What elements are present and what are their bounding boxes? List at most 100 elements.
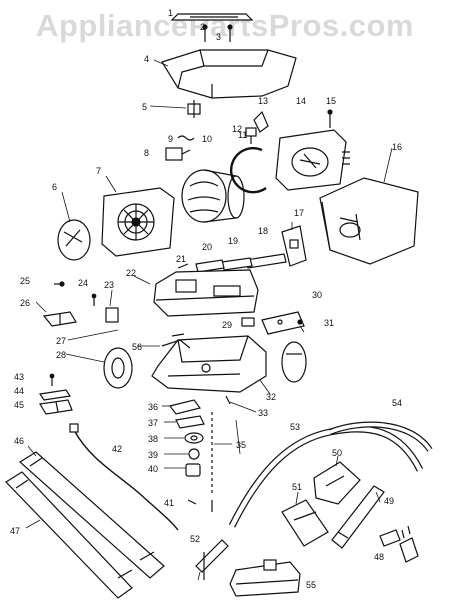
part-number-labels: 1 2 3 4 5 6 7 8 9 10 11 12 13 14 15 16 1… <box>10 8 402 590</box>
label-part-41: 41 <box>164 498 174 508</box>
label-part-13: 13 <box>258 96 268 106</box>
clamp-ring-part-11 <box>230 146 267 194</box>
label-part-20: 20 <box>202 242 212 252</box>
brush-holder-part-8 <box>165 147 191 161</box>
label-part-44: 44 <box>14 386 24 396</box>
spring-clip-part-13 <box>253 110 269 133</box>
screw-part-15 <box>327 109 350 165</box>
filter-disc-part-6 <box>57 219 91 261</box>
screw-part-24 <box>91 293 97 306</box>
pin-part-21 <box>177 263 189 269</box>
cord-cover-part-30 <box>261 311 305 335</box>
nut-part-31 <box>297 319 303 325</box>
motor-part-10 <box>181 169 245 223</box>
screw-part-43 <box>49 373 55 386</box>
plate-part-37 <box>175 415 205 429</box>
label-part-19: 19 <box>228 236 238 246</box>
label-part-26: 26 <box>20 298 30 308</box>
label-part-49: 49 <box>384 496 394 506</box>
label-part-36: 36 <box>148 402 158 412</box>
fan-plate-part-14 <box>275 129 347 191</box>
label-part-10: 10 <box>202 134 212 144</box>
bracket-part-17 <box>281 225 307 267</box>
label-part-43: 43 <box>14 372 24 382</box>
label-part-2: 2 <box>200 22 205 32</box>
small-clip-part-23 <box>105 307 119 323</box>
label-part-24: 24 <box>78 278 88 288</box>
label-part-40: 40 <box>148 464 158 474</box>
top-clip-part <box>170 13 254 21</box>
body-housing-part-22 <box>153 269 259 317</box>
screw-part-25 <box>54 281 65 287</box>
clip-part-48 <box>379 529 401 547</box>
label-part-12: 12 <box>232 124 242 134</box>
bracket-part-45 <box>39 399 73 415</box>
fan-housing-part-7 <box>101 187 175 257</box>
dust-bag-part-16 <box>319 177 419 265</box>
latch-part-5 <box>187 100 201 118</box>
label-part-3: 3 <box>216 32 221 42</box>
label-part-25: 25 <box>20 276 30 286</box>
label-part-11: 11 <box>238 130 247 140</box>
label-part-7: 7 <box>96 166 101 176</box>
upholstery-tool-part-50 <box>313 461 361 505</box>
wand-part-52 <box>195 539 229 580</box>
label-part-33: 33 <box>258 408 268 418</box>
base-chassis-part-32 <box>151 335 267 393</box>
gear-part-38 <box>184 432 204 444</box>
crevice-tool-part-49 <box>331 485 385 549</box>
bracket-part-26 <box>42 311 77 327</box>
label-part-9: 9 <box>168 134 173 144</box>
label-part-8: 8 <box>144 148 149 158</box>
label-part-15: 15 <box>326 96 336 106</box>
label-part-6: 6 <box>52 182 57 192</box>
wand-tube-part-46 <box>19 451 165 579</box>
hose-part-53 <box>228 425 424 528</box>
clip-part-44 <box>38 389 72 401</box>
label-part-5: 5 <box>142 102 147 112</box>
label-part-56: 56 <box>132 342 142 352</box>
label-part-18: 18 <box>258 226 268 236</box>
floor-nozzle-part-55 <box>229 559 301 597</box>
leader-lines <box>25 59 393 581</box>
label-part-21: 21 <box>176 254 186 264</box>
screw-part-41 <box>187 499 213 512</box>
screw-part-33 <box>225 395 231 405</box>
label-part-45: 45 <box>14 400 24 410</box>
label-part-27: 27 <box>56 336 66 346</box>
label-part-14: 14 <box>296 96 306 106</box>
plate-part-36 <box>168 399 202 415</box>
small-part-29 <box>241 317 255 327</box>
label-part-1: 1 <box>168 8 173 18</box>
label-part-29: 29 <box>222 320 232 330</box>
label-part-42: 42 <box>112 444 122 454</box>
plug-part <box>399 525 419 563</box>
screws-part-2 <box>202 24 233 42</box>
knob-part-40 <box>185 463 201 477</box>
washer-part-39 <box>188 448 200 460</box>
spring-part-9 <box>177 135 195 141</box>
wheel-part-28 <box>103 347 133 389</box>
label-part-30: 30 <box>312 290 322 300</box>
label-part-31: 31 <box>324 318 334 328</box>
wand-tube-part-47 <box>5 471 133 599</box>
top-cover-part-4 <box>161 49 297 99</box>
label-part-47: 47 <box>10 526 20 536</box>
label-part-17: 17 <box>294 208 304 218</box>
label-part-28: 28 <box>56 350 66 360</box>
bumper-part-56 <box>161 339 191 349</box>
label-part-32: 32 <box>266 392 276 402</box>
pin-part-27 <box>171 333 185 337</box>
label-part-37: 37 <box>148 418 158 428</box>
capsule-part <box>281 341 307 383</box>
power-cord-part-42 <box>69 423 179 531</box>
label-part-51: 51 <box>292 482 302 492</box>
label-part-46: 46 <box>14 436 24 446</box>
label-part-55: 55 <box>306 580 316 590</box>
hose-part-54 <box>328 421 433 452</box>
brush-tool-part-51 <box>281 499 329 547</box>
label-part-22: 22 <box>126 268 136 278</box>
label-part-50: 50 <box>332 448 342 458</box>
